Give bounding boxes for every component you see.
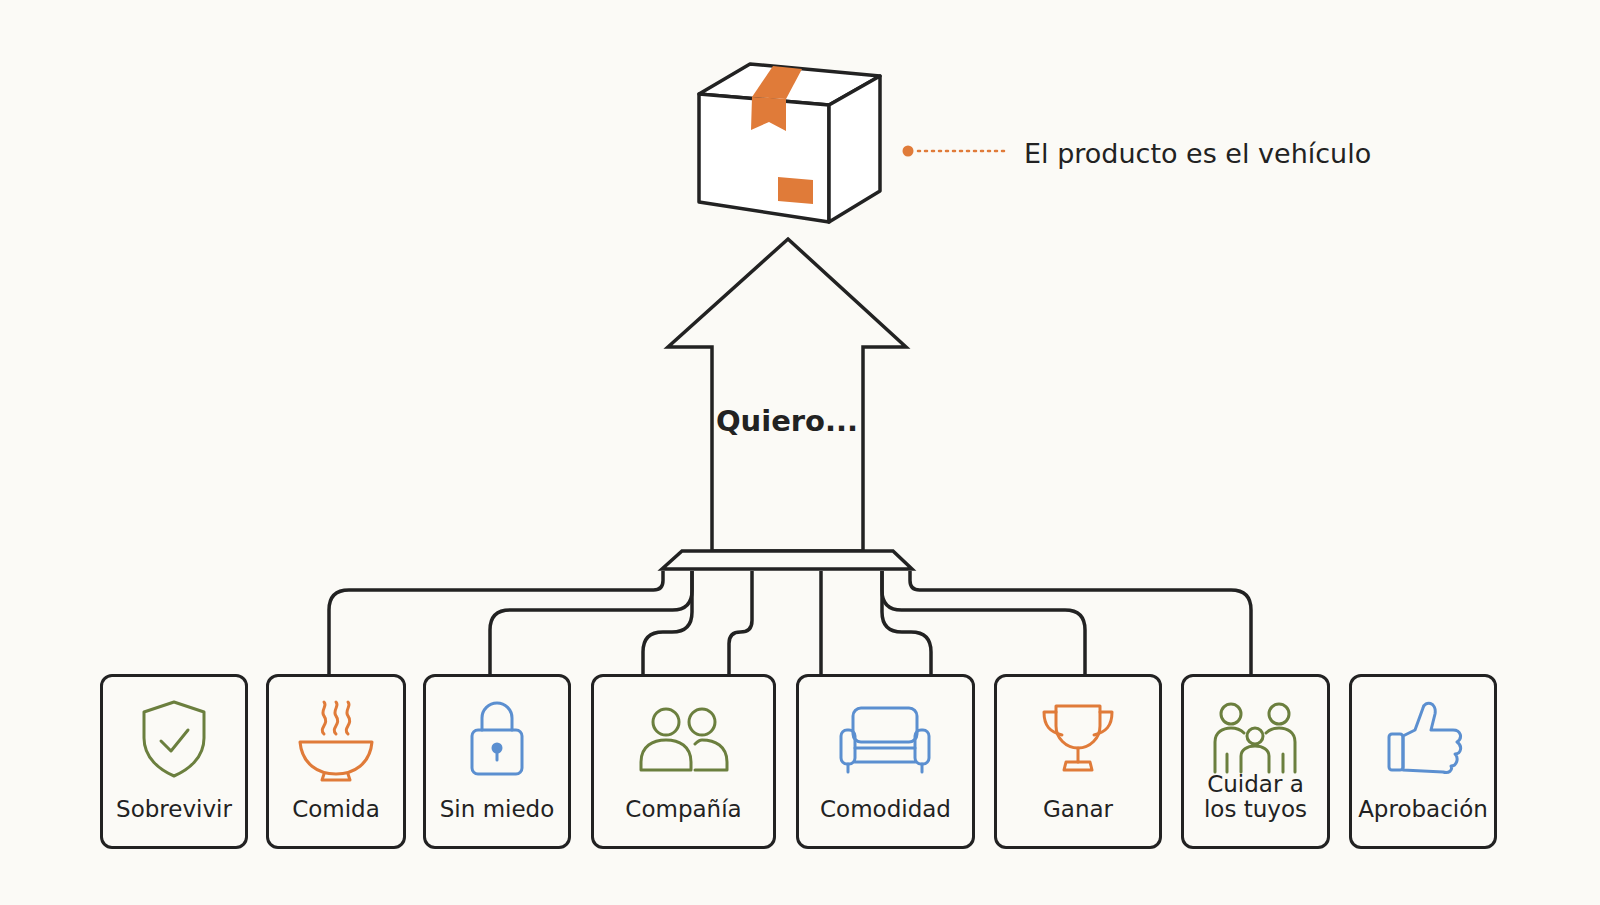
need-box: Sin miedo xyxy=(423,674,571,849)
shield-icon xyxy=(144,702,204,776)
family-icon xyxy=(1215,704,1295,772)
merge-connector xyxy=(643,571,692,674)
people-icon xyxy=(641,709,727,770)
box-label: Comodidad xyxy=(820,797,951,821)
thumbs-up-icon xyxy=(1389,703,1461,772)
need-box: Ganar xyxy=(994,674,1162,849)
box-label: Sobrevivir xyxy=(116,797,232,821)
arrow-label: Quiero... xyxy=(661,403,913,439)
merge-connector xyxy=(729,571,752,674)
box-label: Comida xyxy=(292,797,380,821)
box-label: Compañía xyxy=(625,797,741,821)
merge-connector xyxy=(882,571,931,674)
product-box-illustration xyxy=(699,64,880,222)
need-box: Comodidad xyxy=(796,674,975,849)
arrow-manifold xyxy=(662,551,912,569)
merge-connector xyxy=(819,571,823,674)
callout-leader xyxy=(903,146,1007,157)
box-label: Cuidar a los tuyos xyxy=(1195,772,1317,821)
box-label: Aprobación xyxy=(1358,797,1488,821)
bowl-icon xyxy=(300,702,372,780)
trophy-icon xyxy=(1044,706,1112,770)
need-box: Comida xyxy=(266,674,406,849)
merge-connector xyxy=(910,571,1251,674)
callout-label: El producto es el vehículo xyxy=(1024,137,1371,171)
sofa-icon xyxy=(841,708,929,772)
want-arrow: Quiero... xyxy=(661,237,913,571)
need-box: Cuidar a los tuyos xyxy=(1181,674,1330,849)
product-tape xyxy=(751,66,813,204)
need-box: Compañía xyxy=(591,674,776,849)
padlock-icon xyxy=(472,703,522,774)
merge-connector xyxy=(490,571,692,674)
arrow-body xyxy=(668,239,906,551)
need-box: Sobrevivir xyxy=(100,674,248,849)
box-label: Sin miedo xyxy=(440,797,555,821)
need-box: Aprobación xyxy=(1349,674,1497,849)
box-label: Ganar xyxy=(1043,797,1113,821)
merge-connector xyxy=(329,571,663,674)
